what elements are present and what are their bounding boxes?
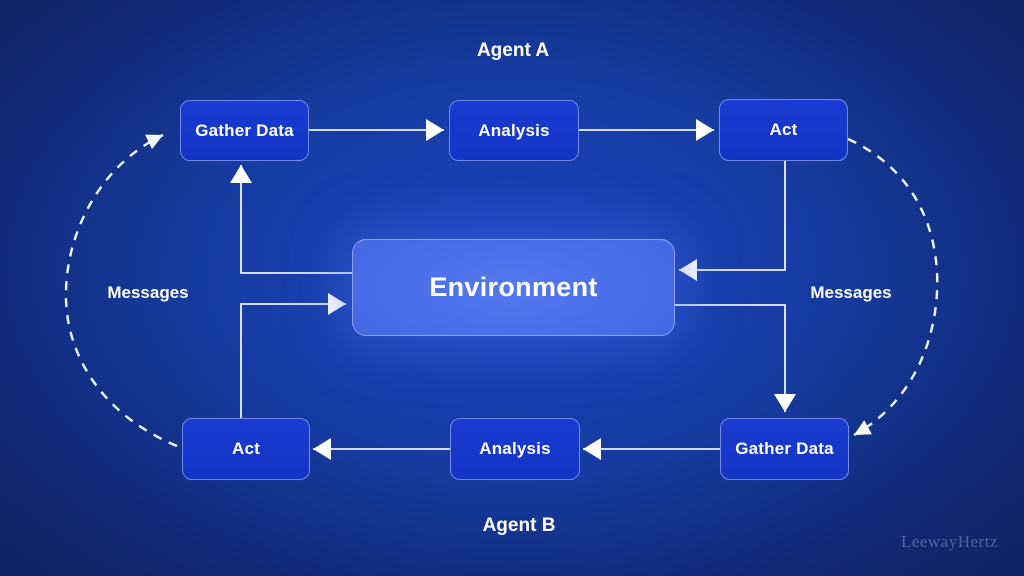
arrow-a-act-to-environment bbox=[679, 159, 786, 281]
node-b-gather-data: Gather Data bbox=[720, 418, 849, 480]
node-b-analysis: Analysis bbox=[450, 418, 580, 480]
node-a-act: Act bbox=[719, 99, 848, 161]
node-a-analysis: Analysis bbox=[449, 100, 579, 161]
agent-b-label: Agent B bbox=[482, 515, 556, 536]
arrow-environment-to-a-gather bbox=[230, 165, 352, 274]
node-b-act: Act bbox=[182, 418, 310, 480]
watermark-text: LeewayHertz bbox=[900, 532, 998, 551]
agent-a-label: Agent A bbox=[476, 40, 550, 61]
arrow-b-act-to-environment bbox=[240, 293, 346, 418]
messages-left-label: Messages bbox=[107, 283, 189, 302]
node-a-gather-data: Gather Data bbox=[180, 100, 309, 161]
arrow-environment-to-b-gather bbox=[673, 304, 796, 412]
messages-right-label: Messages bbox=[810, 283, 892, 302]
node-environment: Environment bbox=[352, 239, 675, 336]
